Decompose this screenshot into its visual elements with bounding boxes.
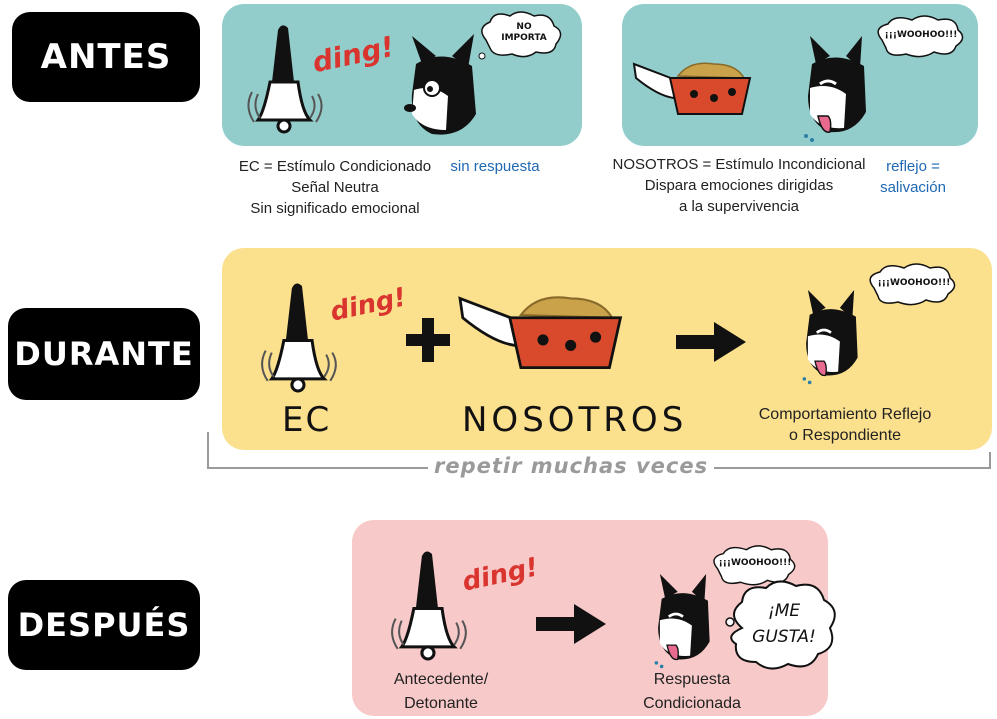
thought-bubble-icon bbox=[478, 11, 562, 60]
stage-label-before: ANTES bbox=[12, 12, 200, 102]
ec-label: EC bbox=[282, 400, 332, 440]
caption-reflex-salivation: reflejo = salivación bbox=[880, 158, 946, 196]
dog-neutral-icon bbox=[404, 34, 476, 135]
plus-icon bbox=[406, 318, 450, 362]
bubble-text-no-importa: NO IMPORTA bbox=[501, 22, 547, 43]
caption-ec-definition: EC = Estímulo Condicionado Señal Neutra … bbox=[238, 158, 432, 217]
caption-conditioned-response: Respuesta Condicionada bbox=[643, 671, 741, 712]
arrow-right-icon bbox=[536, 604, 606, 644]
bubble-text-woohoo: ¡¡¡WOOHOO!!! bbox=[718, 558, 792, 568]
repeat-label: repetir muchas veces bbox=[428, 454, 715, 478]
bubble-text-woohoo: ¡¡¡WOOHOO!!! bbox=[884, 30, 958, 40]
bell-icon bbox=[247, 25, 323, 134]
arrow-right-icon bbox=[676, 322, 746, 362]
caption-nosotros-definition: NOSOTROS = Estímulo Incondicional Dispar… bbox=[612, 156, 866, 215]
thought-bubble-icon bbox=[869, 263, 956, 306]
nosotros-label: NOSOTROS bbox=[462, 400, 688, 440]
dog-happy-icon bbox=[802, 290, 858, 385]
stage-label-after: DESPUÉS bbox=[8, 580, 200, 670]
bell-icon bbox=[391, 551, 467, 661]
thought-cloud-icon bbox=[725, 580, 836, 670]
thought-text-me-gusta: ¡ME GUSTA! bbox=[752, 601, 816, 647]
caption-no-response: sin respuesta bbox=[450, 158, 540, 175]
thought-bubble-icon bbox=[713, 545, 796, 586]
caption-antecedent: Antecedente/ Detonante bbox=[393, 671, 489, 712]
bubble-text-woohoo: ¡¡¡WOOHOO!!! bbox=[877, 278, 951, 288]
bell-icon bbox=[261, 283, 337, 393]
stage-label-during: DURANTE bbox=[8, 308, 200, 400]
dog-happy-icon bbox=[804, 36, 866, 142]
hand-food-bowl-icon bbox=[632, 62, 752, 115]
thought-bubble-icon bbox=[877, 15, 964, 58]
caption-reflex-behavior: Comportamiento Reflejo o Respondiente bbox=[758, 406, 932, 444]
hand-food-bowl-icon bbox=[458, 296, 623, 369]
dog-happy-icon bbox=[654, 574, 710, 669]
